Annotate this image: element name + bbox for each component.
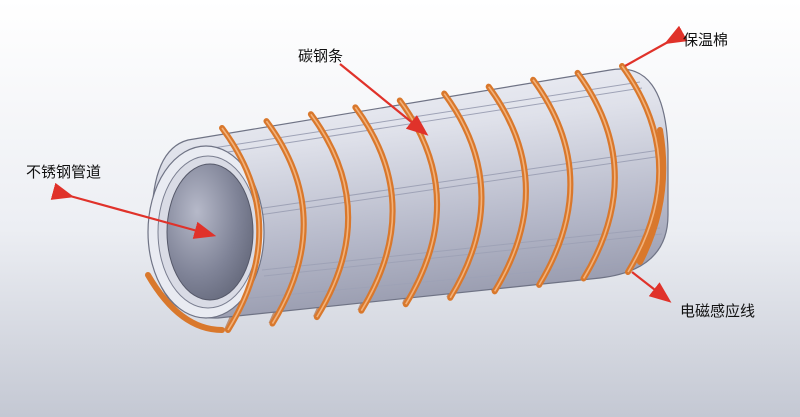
coil-turn-highlight <box>265 120 305 324</box>
arrow-stainless-pipe <box>50 182 217 239</box>
coil-lead-back <box>637 127 667 265</box>
arrow-insulation <box>624 25 688 67</box>
label-stainless-steel-pipe: 不锈钢管道 <box>26 163 102 181</box>
coil-lead-front <box>145 272 225 333</box>
coil-turn-highlight <box>532 79 572 286</box>
label-insulation-cotton: 保温棉 <box>683 31 729 49</box>
coil-turn-highlight <box>488 86 527 292</box>
pipe-inner-bore <box>166 163 254 301</box>
coil-turn-highlight <box>221 127 260 331</box>
arrow-induction-coil <box>631 271 672 303</box>
arrow-carbon-steel <box>339 63 429 136</box>
coil-turn-highlight <box>310 113 349 318</box>
coil-turn-highlight <box>443 93 483 299</box>
coil-turn-highlight <box>354 106 394 312</box>
label-induction-coil: 电磁感应线 <box>680 302 756 320</box>
label-carbon-steel-strip: 碳钢条 <box>298 47 344 65</box>
coil-turn-highlight <box>621 65 660 273</box>
coil-turn-highlight <box>576 72 616 279</box>
pointer-arrows <box>50 25 688 303</box>
